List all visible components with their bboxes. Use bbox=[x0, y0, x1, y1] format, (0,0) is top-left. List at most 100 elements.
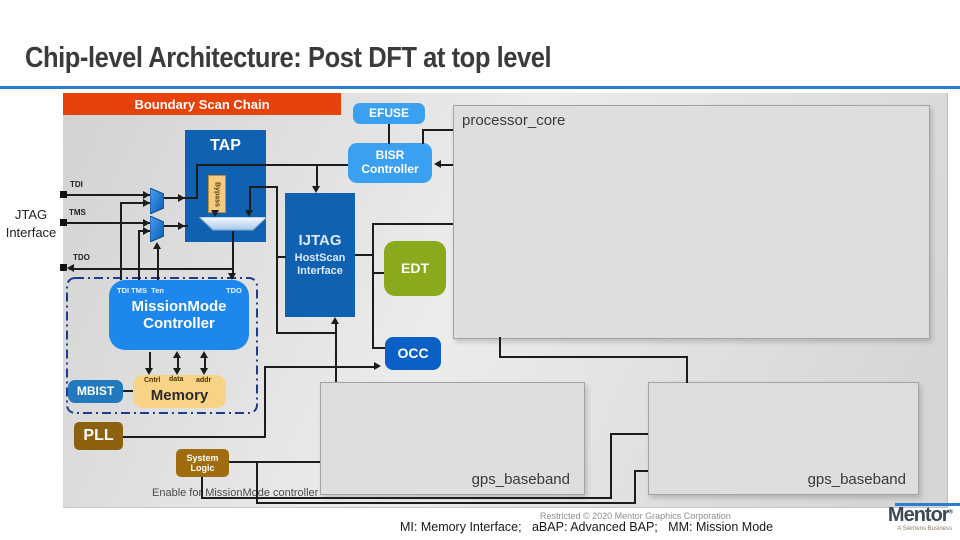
missionmode-domain-border bbox=[66, 277, 258, 414]
wire-arrowhead bbox=[245, 210, 253, 217]
wire-arrowhead bbox=[145, 368, 153, 375]
gps-baseband-module-left: gps_baseband bbox=[320, 382, 585, 495]
wire-arrowhead bbox=[178, 222, 185, 230]
tdo-signal-label: TDO bbox=[73, 253, 90, 262]
wire-segment bbox=[232, 231, 234, 275]
wire-segment bbox=[157, 248, 159, 280]
wire-segment bbox=[123, 436, 266, 438]
wire-segment bbox=[69, 268, 233, 270]
wire-segment bbox=[388, 124, 390, 144]
wire-segment bbox=[634, 470, 636, 503]
memory-cntrl-port-label: Cntrl bbox=[144, 377, 161, 384]
logo-tagline: A Siemens Business bbox=[897, 526, 952, 532]
wire-segment bbox=[276, 332, 336, 334]
wire-segment bbox=[276, 256, 286, 258]
missionmode-tdo-port-label: TDO bbox=[226, 286, 242, 295]
wire-arrowhead bbox=[374, 362, 381, 370]
wire-arrowhead bbox=[153, 242, 161, 249]
bisr-controller-block: BISR Controller bbox=[348, 143, 432, 183]
wire-segment bbox=[634, 470, 648, 472]
memory-data-port-label: data bbox=[169, 376, 184, 383]
wire-segment bbox=[256, 502, 636, 504]
wire-segment bbox=[67, 194, 150, 196]
title-underline bbox=[0, 86, 960, 89]
wire-arrowhead bbox=[143, 219, 150, 227]
wire-arrowhead bbox=[331, 317, 339, 324]
tdi-signal-label: TDI bbox=[70, 180, 83, 189]
wire-segment bbox=[335, 322, 337, 382]
wire-segment bbox=[422, 129, 424, 144]
page-title: Chip-level Architecture: Post DFT at top… bbox=[25, 42, 552, 74]
mentor-logo: Mentor® A Siemens Business bbox=[868, 505, 953, 532]
pll-block: PLL bbox=[74, 422, 123, 450]
wire-segment bbox=[499, 337, 501, 357]
wire-segment bbox=[372, 272, 384, 274]
wire-segment bbox=[264, 366, 266, 437]
wire-arrowhead bbox=[200, 368, 208, 375]
wire-segment bbox=[177, 357, 179, 369]
wire-segment bbox=[355, 254, 373, 256]
wire-segment bbox=[120, 202, 150, 204]
ijtag-hostscan-block: IJTAG HostScan Interface bbox=[285, 193, 355, 317]
abbreviation-legend: MI: Memory Interface; aBAP: Advanced BAP… bbox=[400, 520, 774, 534]
wire-arrowhead bbox=[178, 194, 185, 202]
wire-segment bbox=[196, 164, 348, 166]
tms-pad bbox=[60, 219, 67, 226]
memory-block: Memory bbox=[133, 375, 226, 408]
wire-segment bbox=[123, 390, 133, 392]
memory-addr-port-label: addr bbox=[196, 377, 212, 384]
wire-segment bbox=[610, 433, 612, 498]
wire-arrowhead bbox=[312, 186, 320, 193]
wire-arrowhead bbox=[143, 227, 150, 235]
wire-segment bbox=[372, 223, 374, 349]
wire-arrowhead bbox=[228, 273, 236, 280]
boundary-scan-chain-banner: Boundary Scan Chain bbox=[63, 93, 341, 115]
edt-block: EDT bbox=[384, 241, 446, 296]
wire-segment bbox=[196, 164, 198, 199]
wire-segment bbox=[372, 223, 453, 225]
missionmode-controller-block: MissionMode Controller bbox=[109, 280, 249, 350]
processor-core-module: processor_core bbox=[453, 105, 930, 339]
occ-block: OCC bbox=[385, 337, 441, 370]
wire-arrowhead bbox=[173, 368, 181, 375]
wire-segment bbox=[249, 186, 251, 212]
bypass-register: Bypass bbox=[208, 175, 226, 213]
tdi-input-mux bbox=[150, 188, 164, 214]
gps-baseband-module-right: gps_baseband bbox=[648, 382, 919, 495]
tap-output-mux bbox=[199, 217, 267, 231]
wire-segment bbox=[422, 129, 453, 131]
enable-missionmode-note: Enable for MissionMode controller bbox=[152, 487, 319, 499]
system-logic-block: System Logic bbox=[176, 449, 229, 477]
tdi-pad bbox=[60, 191, 67, 198]
wire-arrowhead bbox=[67, 264, 74, 272]
wire-segment bbox=[610, 433, 648, 435]
wire-arrowhead bbox=[200, 351, 208, 358]
wire-segment bbox=[201, 477, 203, 498]
wire-arrowhead bbox=[434, 160, 441, 168]
tms-input-mux bbox=[150, 216, 164, 242]
wire-arrowhead bbox=[173, 351, 181, 358]
wire-segment bbox=[229, 461, 320, 463]
wire-arrowhead bbox=[211, 210, 219, 217]
wire-segment bbox=[138, 230, 140, 280]
wire-segment bbox=[686, 356, 688, 383]
wire-segment bbox=[316, 164, 318, 188]
wire-segment bbox=[437, 164, 453, 166]
tms-signal-label: TMS bbox=[69, 208, 86, 217]
wire-segment bbox=[372, 347, 385, 349]
wire-segment bbox=[264, 366, 378, 368]
wire-segment bbox=[164, 225, 188, 227]
tdo-pad bbox=[60, 264, 67, 271]
wire-segment bbox=[276, 186, 278, 334]
efuse-block: EFUSE bbox=[353, 103, 425, 124]
jtag-interface-label: JTAG Interface bbox=[5, 207, 57, 240]
wire-segment bbox=[204, 357, 206, 369]
wire-segment bbox=[256, 461, 258, 503]
copyright-text: Restricted © 2020 Mentor Graphics Corpor… bbox=[540, 511, 731, 521]
wire-segment bbox=[201, 497, 612, 499]
missionmode-input-ports-label: TDI TMS Ten bbox=[117, 286, 164, 295]
wire-segment bbox=[67, 222, 150, 224]
wire-segment bbox=[120, 202, 122, 280]
mbist-block: MBIST bbox=[68, 380, 123, 403]
